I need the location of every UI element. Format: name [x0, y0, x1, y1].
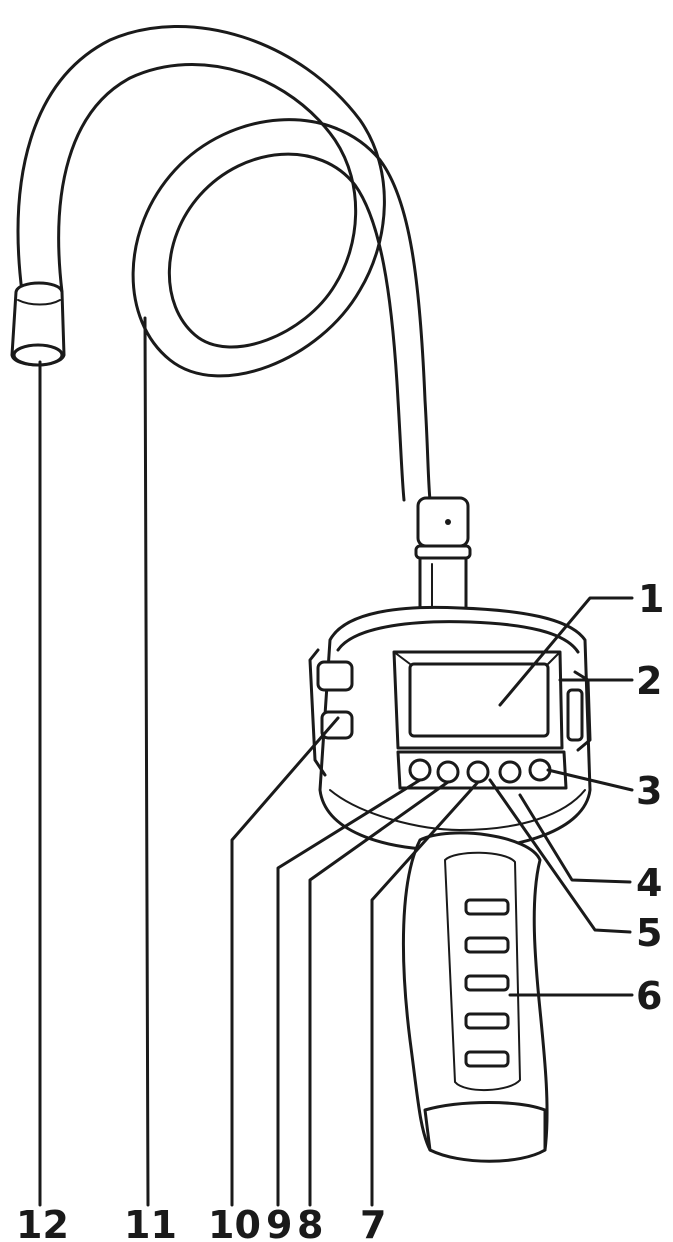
camera-tip: [10, 281, 66, 367]
lcd-screen: [392, 650, 564, 750]
callout-12: 12: [16, 1203, 69, 1242]
button-9: [408, 758, 432, 782]
callout-9: 9: [266, 1203, 292, 1242]
button-8: [436, 760, 460, 784]
callout-11: 11: [124, 1203, 177, 1242]
callout-6: 6: [636, 974, 662, 1018]
button-row: [396, 750, 568, 790]
callout-5: 5: [636, 911, 662, 955]
callout-7: 7: [360, 1203, 386, 1242]
callout-8: 8: [297, 1203, 323, 1242]
handle-grip: [401, 831, 549, 1163]
leader-lines: [38, 316, 634, 1207]
callout-2: 2: [636, 659, 662, 703]
gooseneck-cable: [16, 25, 432, 502]
callout-labels: 1 2 3 4 5 6 7 8 9 10 11 12: [16, 577, 664, 1242]
callout-3: 3: [636, 769, 662, 813]
callout-10: 10: [208, 1203, 261, 1242]
cable-collar: [414, 496, 472, 622]
button-5: [498, 760, 522, 784]
callout-1: 1: [638, 577, 664, 621]
button-7: [466, 760, 490, 784]
callout-4: 4: [636, 861, 662, 905]
